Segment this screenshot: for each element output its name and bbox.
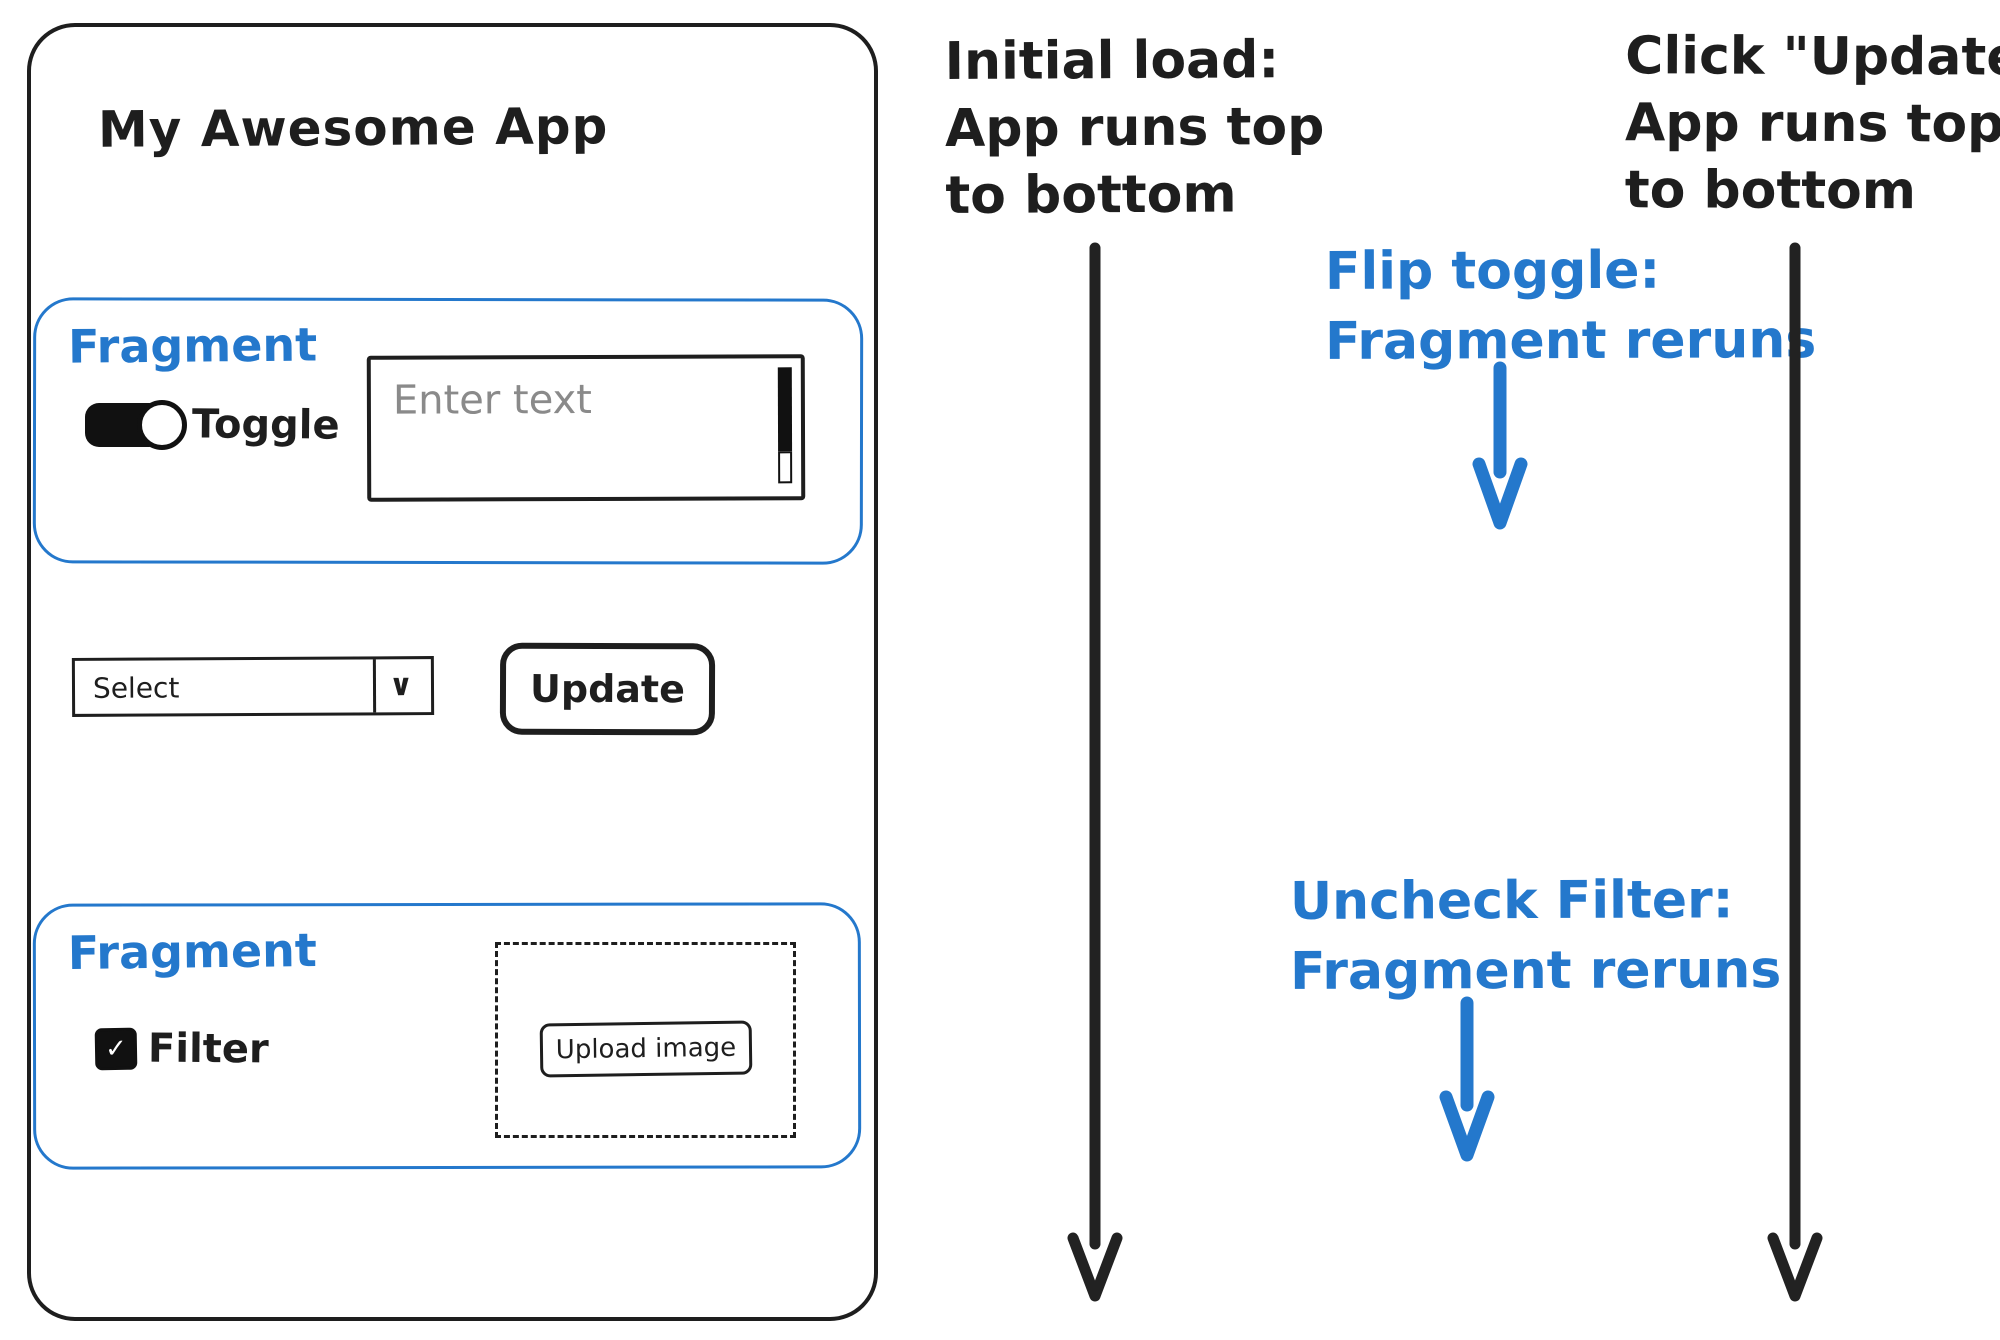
note-line: App runs top [1624,93,2000,155]
text-input-placeholder: Enter text [392,376,593,424]
upload-image-button[interactable]: Upload image [539,1020,753,1078]
note-line: Click "Update": [1625,26,2000,88]
note-line: to bottom [1624,160,1917,222]
note-line: Fragment reruns [1290,940,1782,1002]
toggle-switch[interactable] [85,400,187,450]
checkmark-icon: ✓ [104,1033,128,1065]
note-line: Initial load: [944,30,1280,92]
toggle-label: Toggle [191,401,340,449]
select-dropdown[interactable]: Select ∨ [71,656,435,717]
note-line: Fragment reruns [1325,310,1817,372]
select-value: Select [92,671,180,705]
filter-label: Filter [147,1025,269,1073]
text-input[interactable]: Enter text [366,354,806,502]
note-click-update: Click "Update": App runs top to bottom [1625,23,2000,226]
note-line: App runs top [944,97,1325,159]
note-uncheck-filter: Uncheck Filter: Fragment reruns [1290,865,1782,1007]
toggle-knob-icon [137,400,187,450]
fragment-top-label: Fragment [67,317,318,374]
select-divider [372,659,377,713]
upload-dropzone[interactable]: Upload image [495,942,796,1138]
scrollbar-track [778,451,793,484]
input-scrollbar[interactable] [777,367,793,485]
note-flip-toggle: Flip toggle: Fragment reruns [1325,235,1817,377]
uncheck-filter-arrow-down-icon [1439,996,1495,1162]
chevron-down-icon: ∨ [388,667,414,703]
initial-load-arrow-down-icon [1067,242,1123,1302]
click-update-arrow-down-icon [1767,242,1823,1302]
scrollbar-thumb[interactable] [777,367,793,452]
filter-checkbox[interactable]: ✓ [94,1027,138,1071]
note-line: Uncheck Filter: [1289,870,1734,932]
note-line: Flip toggle: [1324,240,1661,302]
update-button[interactable]: Update [499,642,716,736]
note-initial-load: Initial load: App runs top to bottom [944,27,1324,230]
fragment-bottom-label: Fragment [67,922,318,980]
app-title: My Awesome App [97,97,609,159]
flip-toggle-arrow-down-icon [1472,361,1528,530]
note-line: to bottom [945,164,1237,226]
